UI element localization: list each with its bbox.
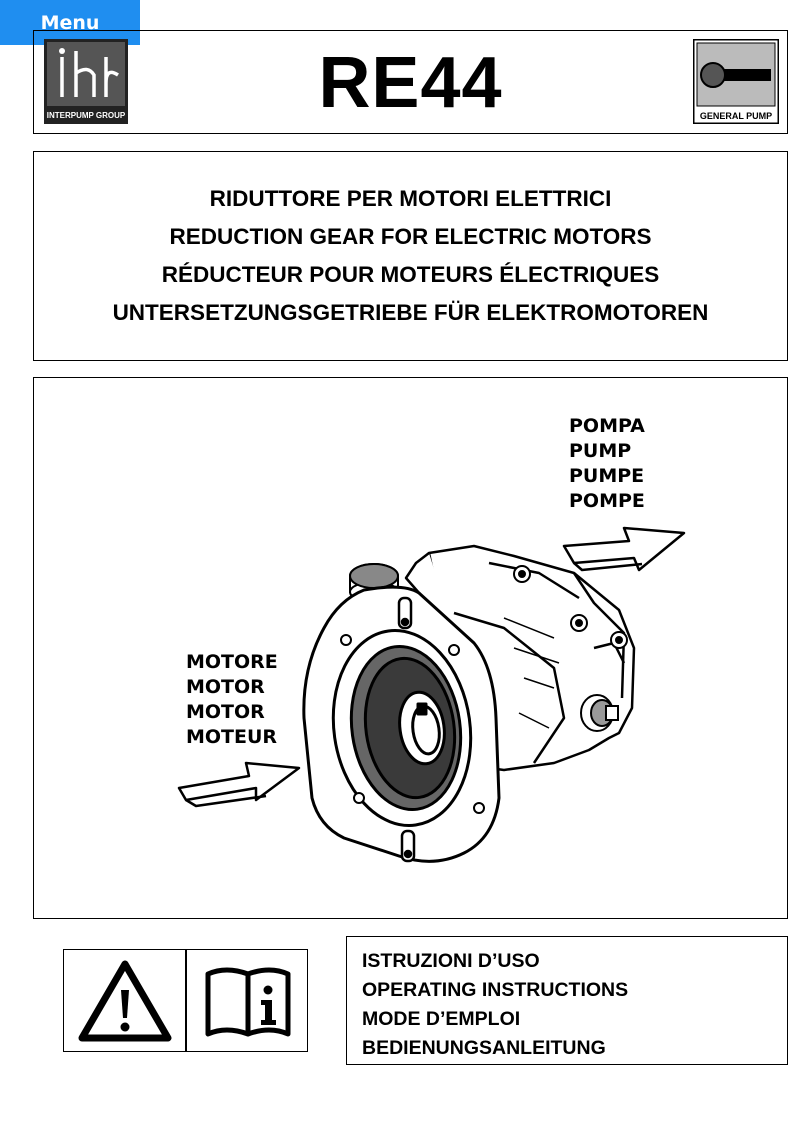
pump-label-it: POMPA (569, 415, 645, 437)
safety-icons (63, 949, 308, 1052)
title-french: RÉDUCTEUR POUR MOTEURS ÉLECTRIQUES (161, 262, 660, 287)
instructions-french: MODE D’EMPLOI (362, 1008, 521, 1030)
title-block: RIDUTTORE PER MOTORI ELETTRICI REDUCTION… (33, 151, 788, 361)
icon-divider (185, 950, 187, 1051)
pump-arrow (562, 526, 686, 572)
motor-arrow (177, 761, 301, 808)
motor-labels: MOTORE MOTOR MOTOR MOTEUR (186, 650, 278, 750)
title-english: REDUCTION GEAR FOR ELECTRIC MOTORS (169, 224, 652, 249)
instructions-block: ISTRUZIONI D’USO OPERATING INSTRUCTIONS … (346, 936, 788, 1065)
instructions-german: BEDIENUNGSANLEITUNG (362, 1037, 606, 1059)
instructions-english: OPERATING INSTRUCTIONS (362, 979, 629, 1001)
header: INTERPUMP GROUP RE44 GENERAL PUMP (33, 30, 788, 134)
pump-label-en: PUMP (569, 440, 632, 462)
menu-button[interactable]: Menu (0, 0, 140, 45)
general-pump-logo-text: GENERAL PUMP (700, 111, 772, 121)
motor-label-en: MOTOR (186, 676, 265, 698)
pump-label-fr: POMPE (569, 490, 645, 512)
title-italian: RIDUTTORE PER MOTORI ELETTRICI (209, 186, 612, 211)
motor-label-it: MOTORE (186, 651, 278, 673)
motor-label-de: MOTOR (186, 701, 265, 723)
reduction-gear-illustration: POMPA PUMP PUMPE POMPE MOTORE MOTOR MOTO… (33, 377, 788, 919)
pump-label-de: PUMPE (569, 465, 645, 487)
interpump-logo-text: INTERPUMP GROUP (47, 111, 126, 120)
drain-plug (580, 694, 619, 732)
gearbox-drawing (177, 526, 686, 863)
warning-icon (78, 960, 172, 1042)
general-pump-logo: GENERAL PUMP (693, 39, 779, 124)
instructions-italian: ISTRUZIONI D’USO (362, 950, 540, 972)
title-german: UNTERSETZUNGSGETRIEBE FÜR ELEKTROMOTOREN (112, 300, 709, 325)
manual-info-icon (205, 967, 291, 1037)
model-title: RE44 (318, 43, 503, 123)
interpump-logo: INTERPUMP GROUP (44, 39, 128, 124)
pump-labels: POMPA PUMP PUMPE POMPE (569, 414, 645, 514)
motor-label-fr: MOTEUR (186, 726, 278, 748)
